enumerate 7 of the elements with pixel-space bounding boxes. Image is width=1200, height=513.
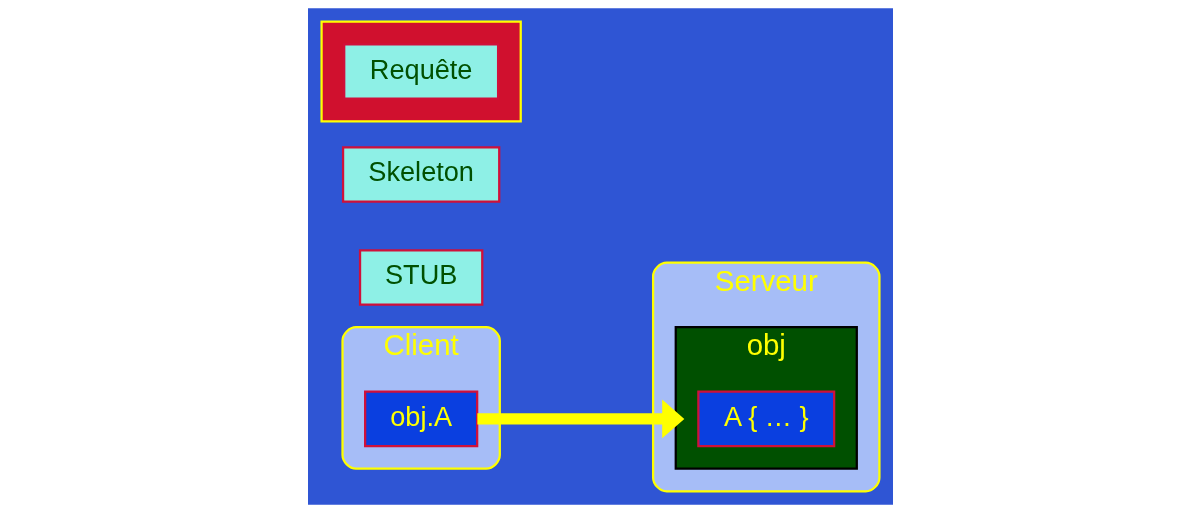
node-box: A { … } <box>696 390 835 448</box>
node-box: obj.A <box>363 390 478 448</box>
node-box: Skeleton <box>341 146 500 203</box>
cluster <box>319 20 522 123</box>
arrow <box>476 399 684 439</box>
node-box: Requête <box>342 43 499 100</box>
node-box: STUB <box>358 249 483 306</box>
